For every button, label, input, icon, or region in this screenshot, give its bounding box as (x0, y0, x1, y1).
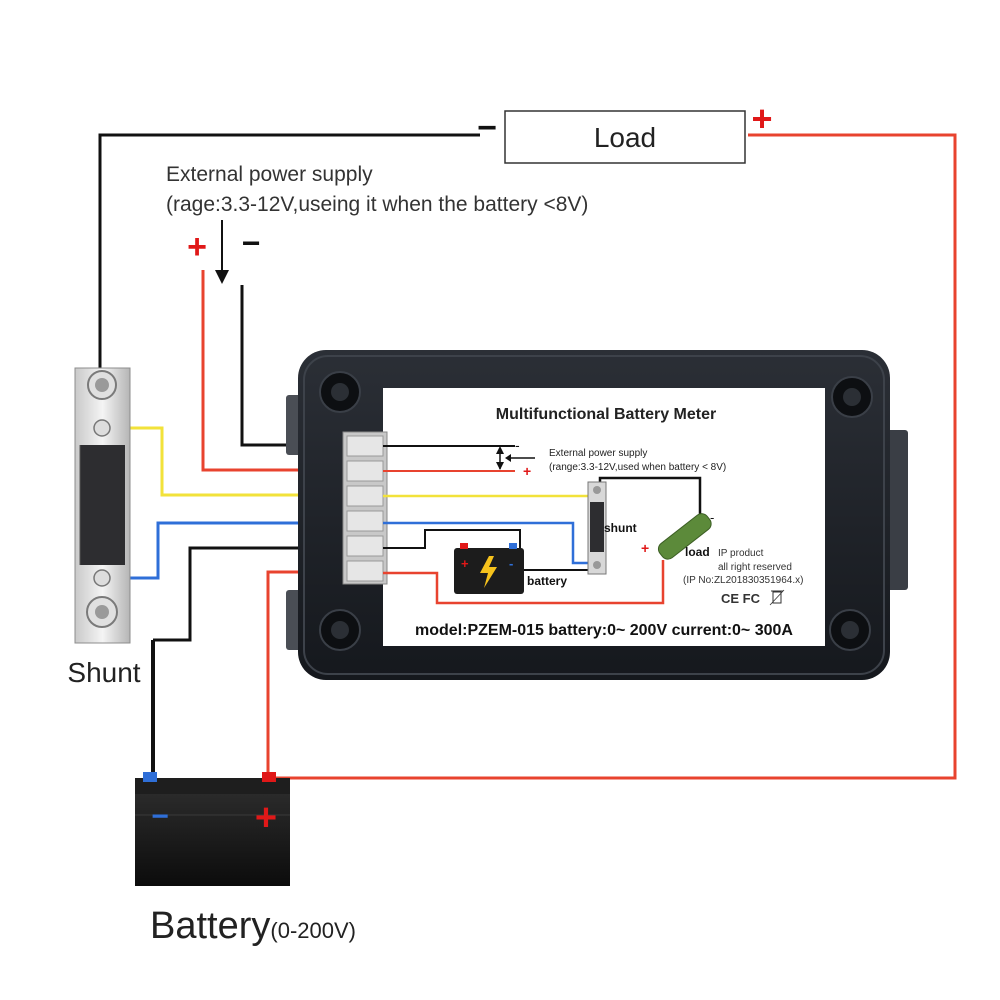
load-label: Load (594, 122, 656, 153)
battery-label-main: Battery (150, 905, 270, 947)
terminal-block (342, 431, 388, 585)
mini-battery-plus: + (461, 556, 469, 571)
mini-load-resistor (657, 513, 712, 560)
meter-load-minus: - (710, 510, 714, 525)
meter-model-line: model:PZEM-015 battery:0~ 200V current:0… (415, 622, 793, 639)
load-plus-sign: + (751, 98, 772, 139)
weee-bin-icon (769, 589, 785, 606)
yellow-wire (115, 426, 345, 497)
meter-load-plus: + (641, 540, 649, 556)
battery-plus-sign: + (255, 797, 277, 839)
shunt-label: Shunt (67, 657, 140, 688)
meter-ext-line2: (range:3.3-12V,used when battery < 8V) (549, 462, 726, 473)
load-box (504, 110, 746, 164)
battery-label: Battery(0-200V) (150, 905, 356, 947)
meter-ip-line2: all right reserved (718, 562, 792, 573)
mini-shunt (587, 481, 607, 575)
ext-supply-line2: (rage:3.3-12V,useing it when the battery… (166, 193, 588, 216)
ext-plus-sign: + (187, 228, 207, 266)
mini-battery (454, 543, 524, 594)
meter-load-label: load (685, 545, 710, 559)
meter-shunt-label: shunt (604, 521, 637, 535)
ext-red-wire (201, 270, 345, 472)
ext-supply-line1: External power supply (166, 163, 373, 186)
black-wire-load (98, 133, 480, 378)
ext-minus-sign: − (242, 225, 261, 261)
battery (135, 772, 290, 886)
meter-ip-line3: (IP No:ZL201830351964.x) (683, 575, 803, 586)
shunt (74, 367, 131, 644)
meter-ext-line1: External power supply (549, 448, 647, 459)
black-wire-meter-shunt (153, 546, 345, 642)
red-wire-load-battery (270, 133, 957, 780)
meter-cert-marks: CE FC (721, 591, 761, 606)
meter-ext-minus: - (515, 437, 520, 453)
meter-battery-label: battery (527, 574, 567, 588)
battery-label-range: (0-200V) (270, 918, 356, 943)
meter-ip-line1: IP product (718, 548, 764, 559)
battery-minus-sign: − (151, 800, 169, 833)
mini-battery-minus: - (509, 556, 513, 571)
load-minus-sign: − (477, 109, 497, 147)
meter-title: Multifunctional Battery Meter (496, 406, 716, 423)
meter-ext-plus: + (523, 463, 531, 479)
